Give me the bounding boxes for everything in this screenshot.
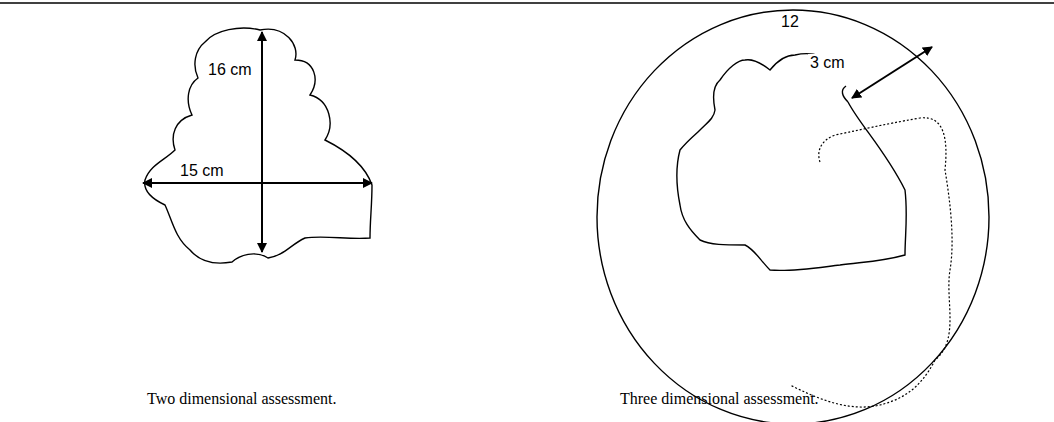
width-arrow (143, 182, 372, 184)
length-arrow (261, 32, 263, 252)
dimension-label: 15 cm (178, 162, 226, 180)
clock-position: 12 (779, 13, 801, 31)
wound-edge (842, 86, 848, 102)
wound-outline (145, 28, 372, 263)
caption: Two dimensional assessment. (147, 390, 337, 408)
dimension-label: 3 cm (808, 54, 847, 72)
rule-line (0, 2, 1054, 4)
depth-arrow (852, 47, 932, 98)
caption: Three dimensional assessment. (620, 390, 819, 408)
clock-circle (597, 10, 989, 422)
dimension-label: 16 cm (206, 61, 254, 79)
undermining-line (790, 118, 952, 407)
